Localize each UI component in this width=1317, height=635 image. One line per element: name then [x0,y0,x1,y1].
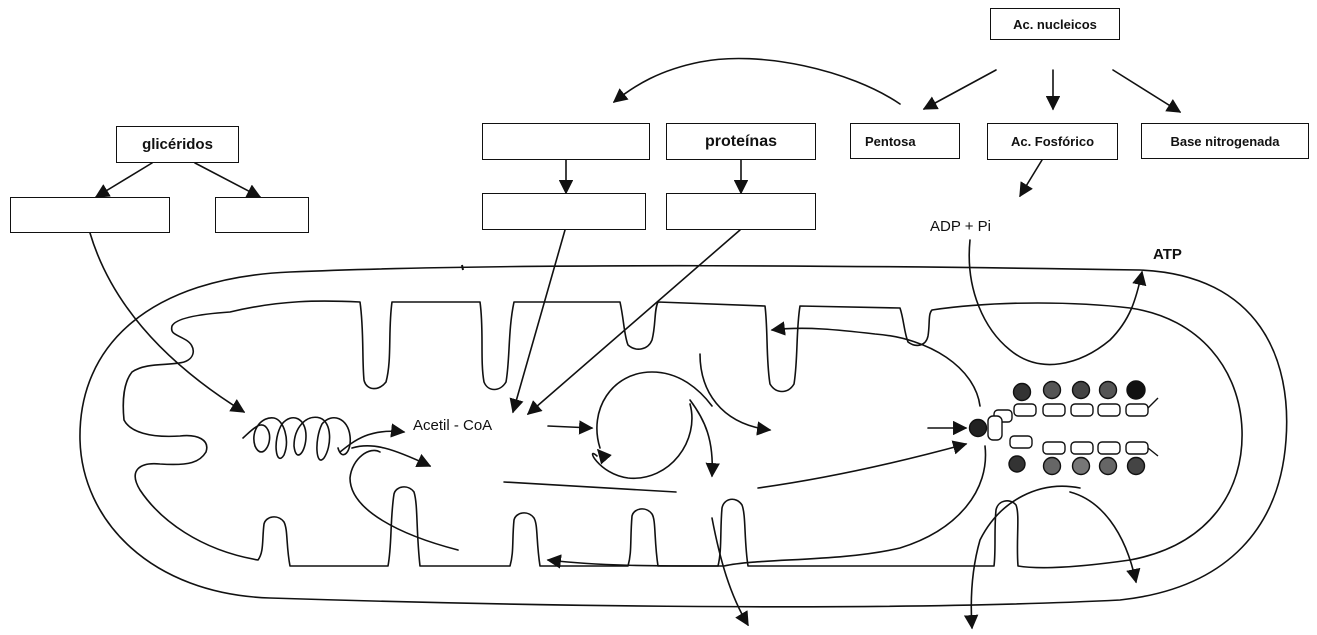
arrow-nucleicos-base [1112,69,1182,113]
box-base-nitrogenada-label: Base nitrogenada [1170,133,1280,149]
label-adp-pi: ADP + Pi [930,218,992,235]
box-proteinas-label: proteínas [704,132,777,150]
box-blank-mid-left [482,193,646,230]
box-ac-nucleicos: Ac. nucleicos [990,8,1120,40]
central-complex [968,415,1003,441]
line-nadh [503,481,677,493]
arrow-gliceridos-left [94,162,153,198]
box-gliceridos: glicéridos [116,126,239,163]
arrow-fosforico-adp [1019,159,1043,198]
label-atp: ATP [1153,246,1182,263]
arrow-gliceridos-right [194,162,262,198]
box-blank-gliceridos-left [10,197,170,233]
arrow-chain-out-left [963,485,1081,630]
arrow-glycerides-to-spiral [89,232,246,413]
krebs-cycle [591,403,693,479]
box-pentosa: Pentosa [850,123,960,159]
inner-membrane [122,300,1243,569]
arrow-pentosa-curve [612,57,901,105]
box-blank-gliceridos-right [215,197,309,233]
arrow-nucleicos-pentosa [922,69,997,110]
arrow-cycle-down [689,399,720,478]
arrow-adp-to-atp [968,239,1147,366]
complexes-lower-row [1008,435,1159,476]
arrow-spiral-to-acetil [339,423,406,453]
box-ac-fosforico-label: Ac. Fosfórico [1010,134,1095,149]
box-ac-fosforico: Ac. Fosfórico [987,123,1118,160]
arrow-spiral-down [351,445,432,467]
outer-membrane [79,264,1288,608]
arrow-return-top [770,321,981,407]
arrow-blank2-to-acetil [526,229,741,415]
arrow-co2-out [711,517,749,627]
box-blank-top-left [482,123,650,160]
box-proteinas: proteínas [666,123,816,160]
arrow-acetil-to-cycle [547,420,594,435]
arrow-return-bottom [546,445,987,569]
box-pentosa-label: Pentosa [865,133,916,149]
label-acetil-coa: Acetil - CoA [413,417,493,434]
arrow-chain-out-right [1069,491,1141,584]
arrow-cycle-left [597,448,612,465]
box-blank-mid-right [666,193,816,230]
arrow-cycle-right [699,353,772,436]
arrow-to-chain [757,440,968,489]
loop-left-lower [349,449,459,551]
complexes-upper-row [993,380,1159,423]
krebs-cycle-upper [596,371,713,449]
box-ac-nucleicos-label: Ac. nucleicos [1013,16,1097,32]
arrow-blank-to-acetil [509,229,566,414]
beta-oxidation-spiral [242,416,352,461]
box-gliceridos-label: glicéridos [142,136,213,153]
box-base-nitrogenada: Base nitrogenada [1141,123,1309,159]
